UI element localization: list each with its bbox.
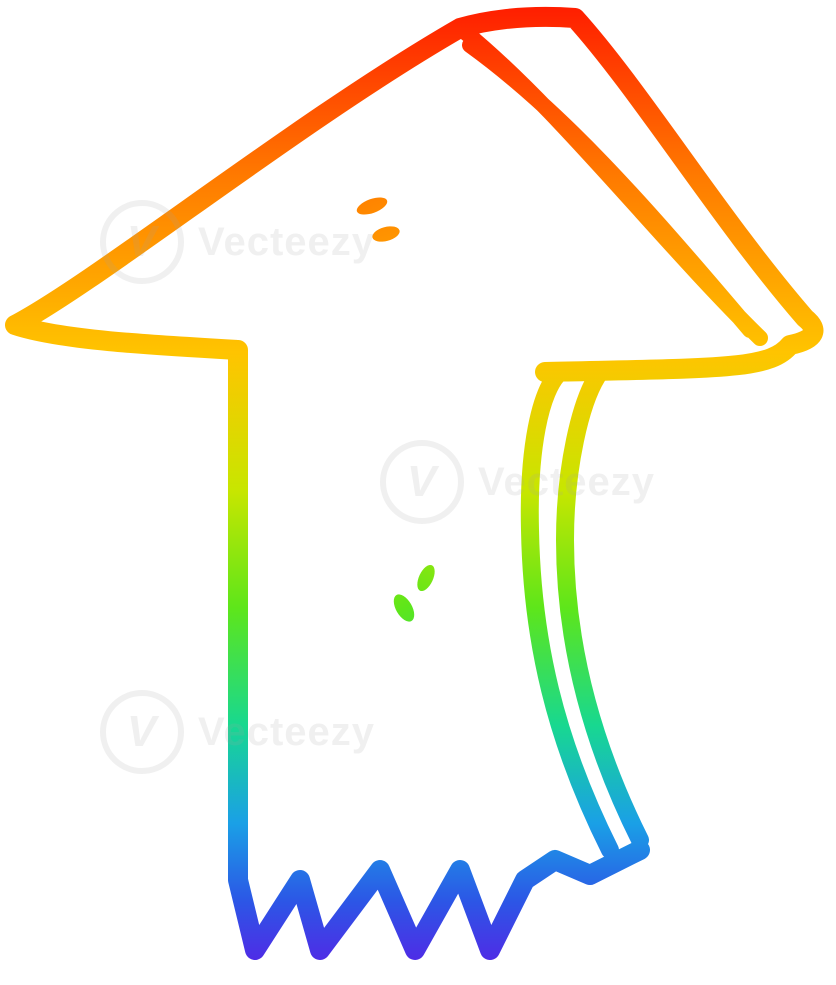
arrow-fill <box>40 20 800 945</box>
arrow-shaft-right-edge <box>520 363 649 859</box>
motion-marks-middle <box>393 564 435 622</box>
arrow-outline <box>5 6 824 960</box>
motion-marks-top <box>356 197 400 242</box>
arrow-head-fold <box>457 24 768 346</box>
